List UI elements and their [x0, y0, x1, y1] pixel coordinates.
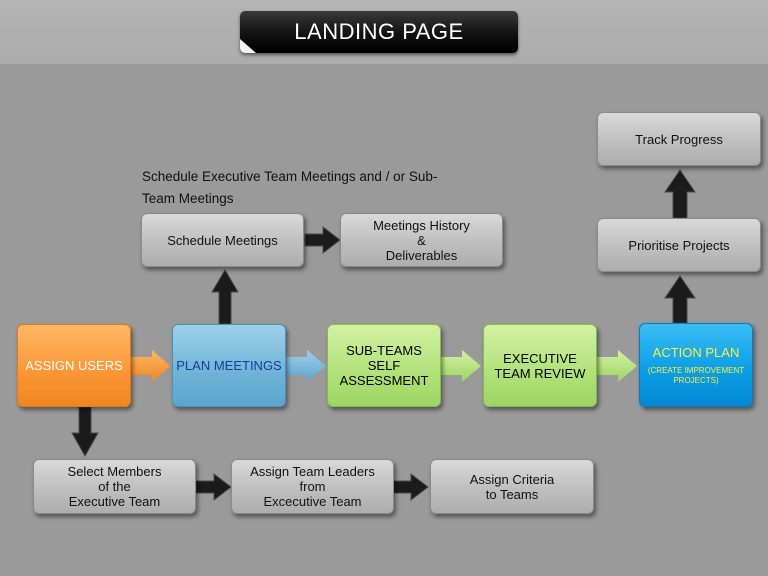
- arrow-assign-down: [71, 406, 99, 458]
- arrow-subteams-to-review: [440, 350, 481, 382]
- select-members-label: Select Members of the Executive Team: [67, 464, 162, 509]
- assign-users-box[interactable]: ASSIGN USERS: [17, 324, 131, 407]
- landing-page-title: LANDING PAGE: [240, 11, 518, 53]
- schedule-meetings-box[interactable]: Schedule Meetings: [141, 213, 304, 267]
- assign-team-leaders-box[interactable]: Assign Team Leaders from Excecutive Team: [231, 459, 394, 514]
- arrow-plan-to-subteams: [285, 350, 326, 382]
- sub-teams-label: SUB-TEAMS SELF ASSESSMENT: [339, 343, 429, 388]
- executive-review-label: EXECUTIVE TEAM REVIEW: [494, 350, 586, 381]
- page-title: LANDING PAGE: [294, 19, 464, 44]
- action-plan-box[interactable]: ACTION PLAN (CREATE IMPROVEMENT PROJECTS…: [639, 323, 753, 407]
- arrow-review-to-action: [596, 350, 637, 382]
- arrow-prioritise-up: [664, 169, 696, 219]
- executive-team-review-box[interactable]: EXECUTIVE TEAM REVIEW: [483, 324, 597, 407]
- prioritise-projects-box[interactable]: Prioritise Projects: [597, 218, 761, 272]
- action-plan-sublabel: (CREATE IMPROVEMENT PROJECTS): [647, 365, 745, 385]
- plan-meetings-box[interactable]: PLAN MEETINGS: [172, 324, 286, 407]
- track-progress-label: Track Progress: [635, 131, 723, 147]
- arrow-schedule-to-history: [304, 225, 341, 255]
- arrow-leaders-to-criteria: [392, 472, 429, 502]
- arrow-assign-to-plan: [130, 350, 170, 382]
- action-plan-label: ACTION PLAN: [652, 344, 740, 360]
- prioritise-projects-label: Prioritise Projects: [628, 237, 730, 253]
- arrow-action-up: [664, 275, 696, 324]
- title-fold-corner: [240, 39, 256, 53]
- schedule-note: Schedule Executive Team Meetings and / o…: [142, 169, 438, 206]
- arrow-plan-up: [211, 269, 239, 325]
- assign-team-leaders-label: Assign Team Leaders from Excecutive Team: [250, 464, 375, 509]
- assign-criteria-box[interactable]: Assign Criteria to Teams: [430, 459, 594, 514]
- assign-criteria-label: Assign Criteria to Teams: [469, 471, 555, 502]
- track-progress-box[interactable]: Track Progress: [597, 112, 761, 166]
- meetings-history-label: Meetings History & Deliverables: [373, 217, 470, 263]
- meetings-history-box[interactable]: Meetings History & Deliverables: [340, 213, 503, 267]
- sub-teams-self-assessment-box[interactable]: SUB-TEAMS SELF ASSESSMENT: [327, 324, 441, 407]
- select-members-box[interactable]: Select Members of the Executive Team: [33, 459, 196, 514]
- schedule-meetings-label: Schedule Meetings: [167, 232, 278, 248]
- plan-meetings-label: PLAN MEETINGS: [176, 358, 282, 373]
- arrow-select-to-leaders: [195, 472, 232, 502]
- assign-users-label: ASSIGN USERS: [25, 358, 123, 373]
